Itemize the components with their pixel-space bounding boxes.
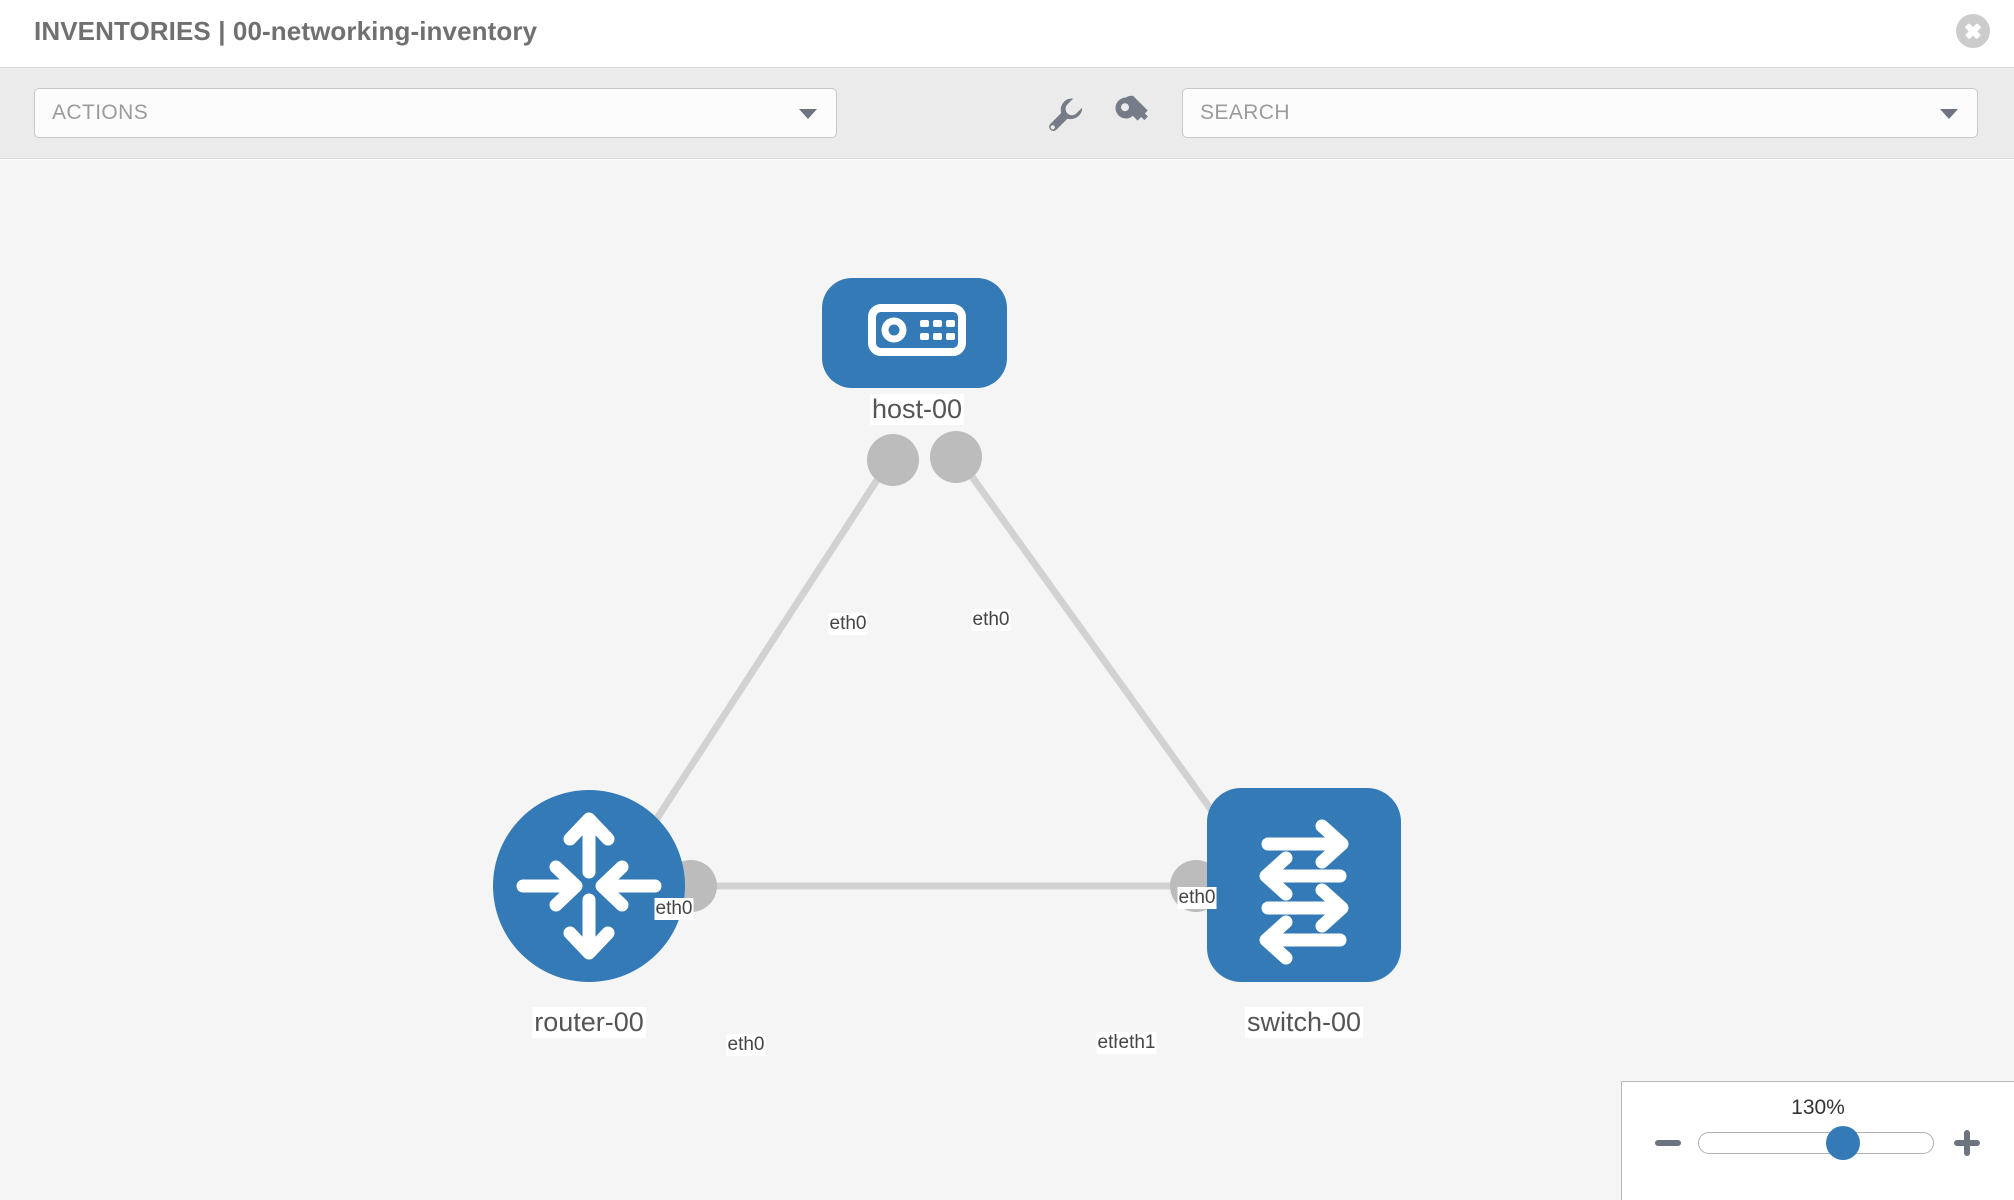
close-icon[interactable]	[1956, 14, 1990, 48]
iface-label-switch00-eth1: eth1	[1117, 1032, 1157, 1054]
zoom-control-panel: 130%	[1621, 1081, 2014, 1200]
wrench-icon[interactable]	[1042, 92, 1084, 134]
topology-edges	[627, 457, 1250, 890]
router-arrows-icon	[516, 812, 662, 960]
node-switch-00[interactable]	[1207, 788, 1401, 982]
node-label-host-00: host-00	[869, 394, 965, 425]
zoom-slider-track[interactable]	[1698, 1126, 1934, 1160]
node-label-switch-00: switch-00	[1244, 1007, 1364, 1038]
node-host-00[interactable]	[822, 278, 1007, 476]
iface-label-router00-eth0-uplink: eth0	[654, 898, 694, 920]
zoom-level-value: 130%	[1791, 1096, 1845, 1119]
edge-router00-host00[interactable]	[627, 458, 893, 862]
search-placeholder: SEARCH	[1200, 101, 1290, 124]
chevron-down-icon[interactable]	[1940, 109, 1958, 119]
zoom-in-button[interactable]	[1952, 1128, 1982, 1158]
page-header: INVENTORIES | 00-networking-inventory	[0, 0, 2014, 68]
key-icon[interactable]	[1110, 92, 1152, 134]
toolbar: ACTIONS SEARCH	[0, 68, 2014, 159]
iface-label-host00-eth0-left: eth0	[828, 613, 868, 635]
iface-label-router00-eth0: eth0	[726, 1034, 766, 1056]
topology-canvas[interactable]: host-00 router-00 switch-00 eth0 eth0 et…	[0, 160, 2014, 1200]
actions-dropdown-label: ACTIONS	[52, 101, 149, 124]
edge-host00-switch00[interactable]	[957, 457, 1243, 853]
actions-dropdown[interactable]: ACTIONS	[34, 88, 837, 138]
zoom-out-button[interactable]	[1653, 1128, 1683, 1158]
search-input[interactable]: SEARCH	[1182, 88, 1978, 138]
iface-label-host00-eth0-right: eth0	[971, 609, 1011, 631]
connector-host00-eth0-right[interactable]	[930, 431, 982, 483]
switch-arrows-icon	[1259, 819, 1349, 965]
node-label-router-00: router-00	[532, 1007, 646, 1038]
topology-graph	[493, 278, 1401, 982]
page-title: INVENTORIES | 00-networking-inventory	[34, 16, 538, 46]
node-router-00[interactable]	[493, 790, 685, 982]
server-icon	[868, 304, 966, 356]
zoom-slider-thumb[interactable]	[1826, 1126, 1860, 1160]
connector-host00-eth0-left[interactable]	[867, 434, 919, 486]
chevron-down-icon	[799, 109, 817, 119]
iface-label-switch00-eth0-uplink: eth0	[1177, 887, 1217, 909]
